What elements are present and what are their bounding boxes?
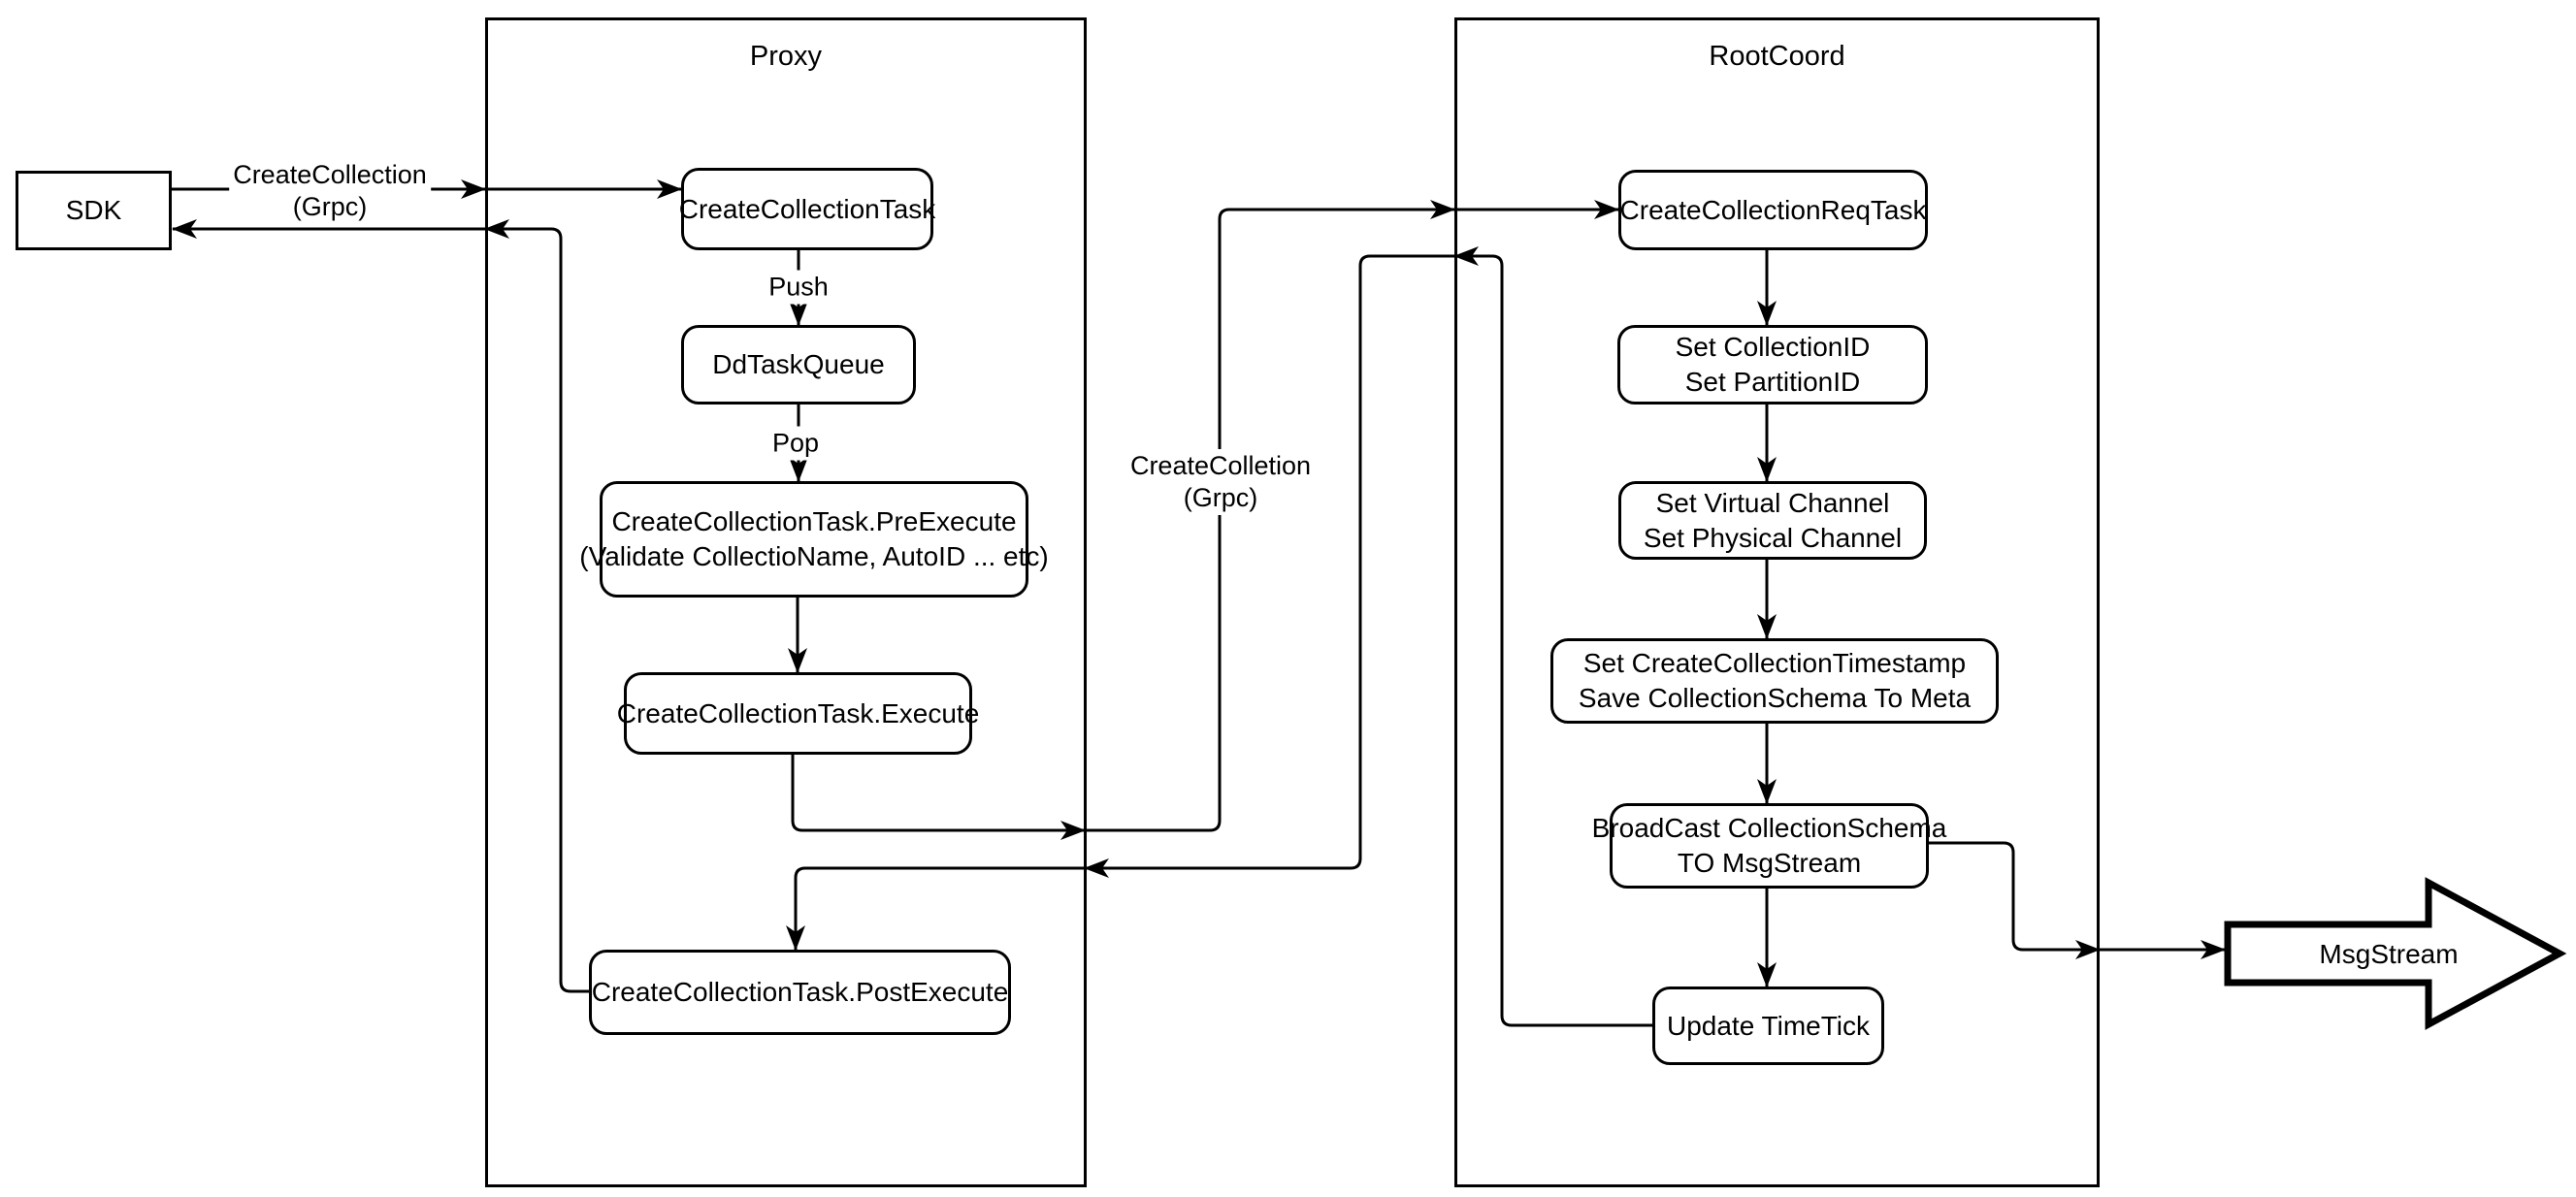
node-broadcast-schema: BroadCast CollectionSchema TO MsgStream (1592, 803, 1946, 889)
node-label: CreateCollectionTask.PostExecute (591, 977, 1009, 1007)
edge-label-pop: Pop (767, 426, 824, 461)
node-label-line1: Set Virtual Channel (1655, 487, 1890, 518)
msgstream-label: MsgStream (2319, 939, 2459, 969)
edge-broadcast-to-rootcoord-border (1929, 841, 2101, 959)
node-label-line1: BroadCast CollectionSchema (1591, 813, 1947, 843)
edge-label-line1: CreateColletion (1129, 451, 1312, 480)
node-label: Update TimeTick (1666, 1010, 1871, 1041)
node-execute: CreateCollectionTask.Execute (617, 672, 979, 755)
edge-proxy-border-to-postexecute (786, 866, 1085, 951)
node-set-channels: Set Virtual Channel Set Physical Channel (1618, 481, 1927, 560)
node-label-line2: Set PartitionID (1684, 367, 1861, 397)
node-pre-execute: CreateCollectionTask.PreExecute (Validat… (579, 481, 1049, 598)
edge-label-push: Push (765, 270, 832, 305)
node-label-line2: (Validate CollectioName, AutoID ... etc) (579, 541, 1049, 571)
node-label-line2: Save CollectionSchema To Meta (1578, 683, 1972, 713)
edge-label-line2: (Grpc) (1183, 483, 1258, 512)
edge-label-proxy-to-rootcoord: CreateColletion (Grpc) (1125, 449, 1316, 515)
node-set-collection-partition-id: Set CollectionID Set PartitionID (1617, 325, 1928, 404)
node-label: SDK (65, 195, 122, 225)
edge-label-line2: (Grpc) (292, 192, 368, 221)
node-set-timestamp-save-meta: Set CreateCollectionTimestamp Save Colle… (1550, 638, 1999, 724)
node-dd-task-queue: DdTaskQueue (681, 325, 916, 404)
rootcoord-title: RootCoord (1709, 41, 1845, 72)
node-label: CreateCollectionTask.Execute (616, 697, 980, 728)
node-label-line1: Set CollectionID (1675, 332, 1871, 362)
node-label: CreateCollectionReqTask (1619, 194, 1927, 225)
node-post-execute: CreateCollectionTask.PostExecute (589, 950, 1011, 1035)
node-label-line2: Set Physical Channel (1643, 522, 1903, 553)
edge-execute-to-proxy-border (791, 755, 1086, 840)
edge-rootcoord-to-proxy-border (1084, 254, 1454, 878)
node-label-line2: TO MsgStream (1677, 848, 1862, 878)
node-sdk: SDK (16, 171, 172, 250)
node-update-timetick: Update TimeTick (1652, 987, 1884, 1065)
node-label: CreateCollectionTask (678, 193, 936, 224)
node-create-collection-task: CreateCollectionTask (678, 168, 936, 250)
edge-timetick-to-rootcoord-border (1453, 246, 1652, 1027)
node-label: DdTaskQueue (712, 349, 885, 379)
edge-label-sdk-request: CreateCollection (Grpc) (229, 158, 431, 224)
proxy-title: Proxy (749, 41, 823, 72)
node-create-collection-req-task: CreateCollectionReqTask (1618, 170, 1928, 250)
node-label-line1: CreateCollectionTask.PreExecute (611, 506, 1017, 536)
edge-postexecute-to-proxy-border (484, 219, 589, 993)
msgstream-arrow-shape (2224, 877, 2567, 1030)
edge-proxy-to-rootcoord-border (1085, 200, 1455, 832)
node-label-line1: Set CreateCollectionTimestamp (1582, 648, 1967, 678)
edge-label-line1: CreateCollection (233, 160, 427, 189)
